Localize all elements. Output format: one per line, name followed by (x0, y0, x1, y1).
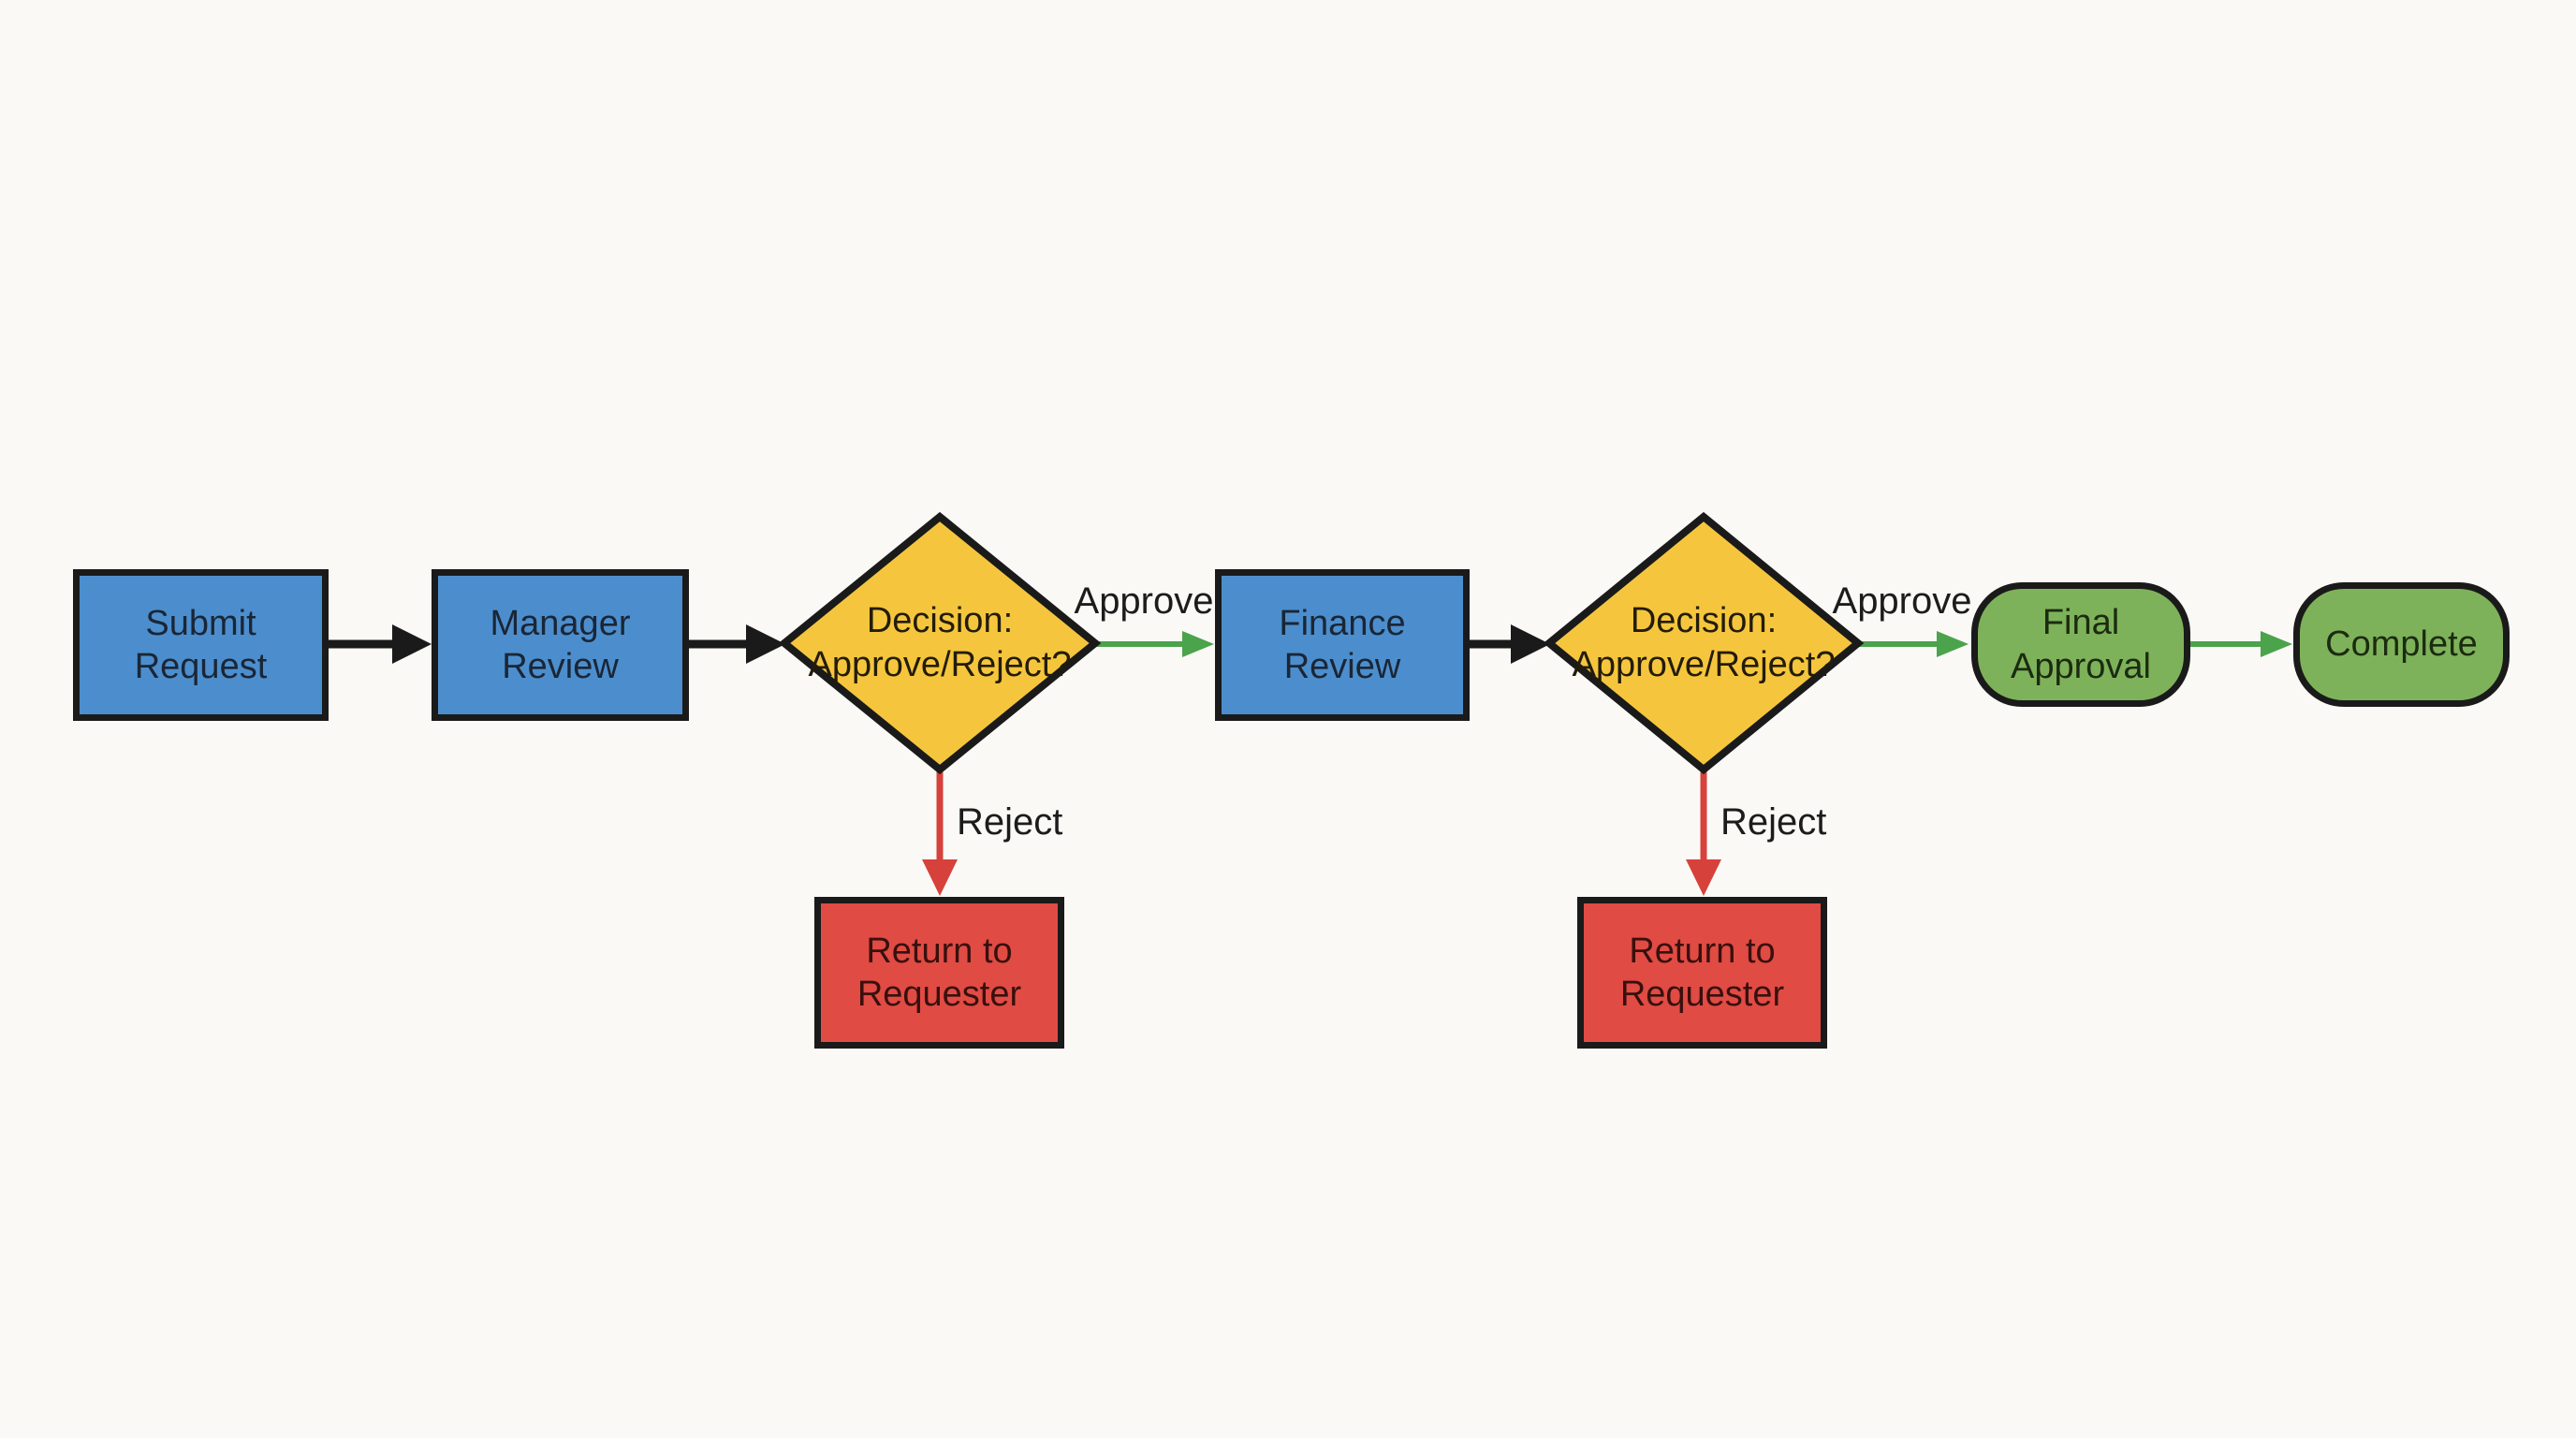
node-complete: Complete (2293, 582, 2510, 707)
arrowhead-right-icon (1182, 631, 1214, 657)
arrowhead-down-icon (1686, 859, 1721, 896)
edge-submit-to-manager (329, 624, 432, 664)
node-label: Submit Request (134, 603, 268, 686)
arrowhead-right-icon (392, 624, 432, 664)
edge-decision2-reject (1686, 768, 1721, 896)
arrowhead-down-icon (922, 859, 958, 896)
node-label: Return to Requester (1619, 931, 1785, 1014)
arrowhead-right-icon (2261, 631, 2292, 657)
edge-manager-to-decision1 (689, 624, 785, 664)
edge-label-reject-1: Reject (957, 801, 1063, 843)
edge-finance-to-decision2 (1470, 624, 1550, 664)
node-decision-1: Decision: Approve/Reject? (799, 568, 1080, 718)
edge-decision1-approve (1096, 631, 1214, 657)
edge-decision2-approve (1859, 631, 1969, 657)
decision-diamond-2 (1543, 511, 1865, 775)
node-label: Manager Review (490, 603, 631, 686)
arrowhead-right-icon (1937, 631, 1969, 657)
edge-label-approve-1: Approve (1074, 580, 1214, 622)
node-finance-review: Finance Review (1215, 569, 1470, 721)
arrowhead-right-icon (746, 624, 785, 664)
node-label: Final Approval (2011, 603, 2151, 686)
arrowhead-right-icon (1511, 624, 1550, 664)
edge-decision1-reject (922, 768, 958, 896)
node-manager-review: Manager Review (432, 569, 689, 721)
node-decision-2: Decision: Approve/Reject? (1563, 568, 1844, 718)
node-label: Return to Requester (856, 931, 1022, 1014)
node-submit-request: Submit Request (73, 569, 329, 721)
node-return-to-requester-2: Return to Requester (1577, 897, 1827, 1049)
decision-diamond-1 (778, 511, 1102, 775)
edge-final-to-complete (2190, 631, 2292, 657)
node-label: Complete (2325, 624, 2478, 665)
node-label: Decision: Approve/Reject? (1572, 600, 1836, 685)
node-label: Finance Review (1279, 603, 1406, 686)
node-final-approval: Final Approval (1971, 582, 2190, 707)
edge-label-approve-2: Approve (1832, 580, 1972, 622)
node-label: Decision: Approve/Reject? (808, 600, 1072, 685)
node-return-to-requester-1: Return to Requester (814, 897, 1064, 1049)
edge-label-reject-2: Reject (1720, 801, 1827, 843)
